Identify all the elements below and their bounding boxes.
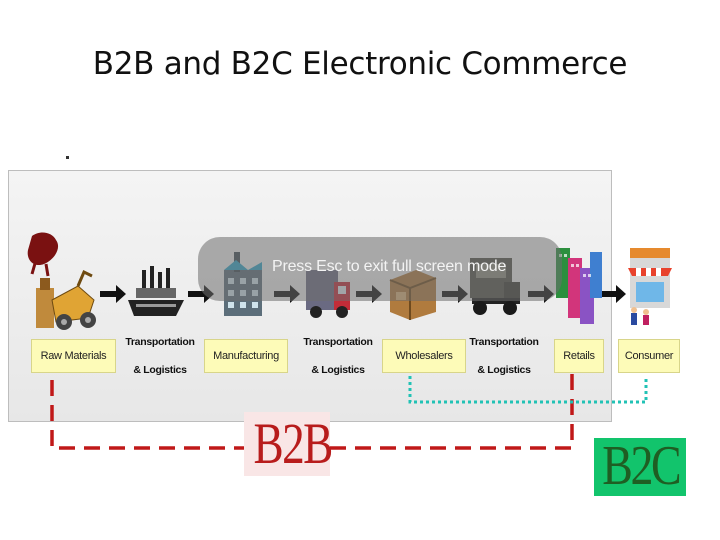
fullscreen-overlay-text: Press Esc to exit full screen mode [272,258,507,275]
b2c-label: B2C [602,435,681,497]
transport-label-3: Transportation & Logistics [462,328,546,384]
stage-raw-materials: Raw Materials [31,339,116,373]
b2b-label-background [244,412,330,476]
transport-label-1: Transportation & Logistics [118,328,202,384]
transport-label-1-line1: Transportation [125,336,195,348]
b2c-connector-line [408,376,648,404]
stage-consumer: Consumer [618,339,680,373]
stage-wholesalers: Wholesalers [382,339,466,373]
transport-label-2: Transportation & Logistics [296,328,380,384]
stray-dot [66,156,69,159]
transport-label-3-line2: & Logistics [477,364,531,376]
transport-label-2-line2: & Logistics [311,364,365,376]
transport-label-3-line1: Transportation [469,336,539,348]
raw-materials-icon [27,232,96,330]
stage-retails: Retails [554,339,604,373]
arrow-1-icon [100,285,126,303]
slide-title: B2B and B2C Electronic Commerce [92,46,628,82]
transport-label-2-line1: Transportation [303,336,373,348]
consumer-shop-icon [628,248,672,325]
b2c-label-background [594,438,686,496]
b2b-connector-line [50,372,574,450]
fullscreen-overlay [198,237,562,301]
ship-factory-icon [128,266,184,316]
b2b-label: B2B [253,411,333,476]
stage-manufacturing: Manufacturing [204,339,288,373]
arrow-7-icon [602,285,626,303]
transport-label-1-line2: & Logistics [133,364,187,376]
